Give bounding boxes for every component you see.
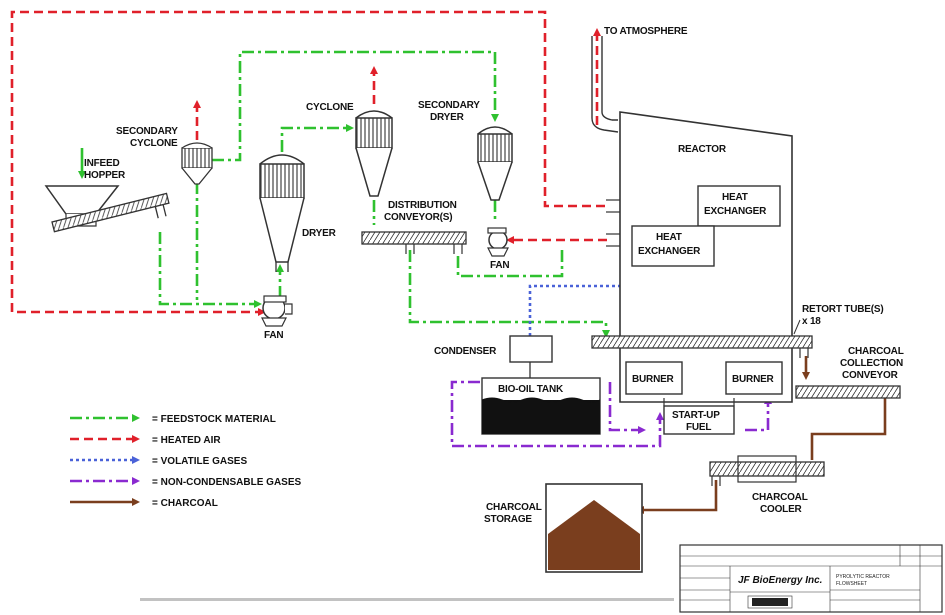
label-infeed: INFEED [84, 158, 119, 169]
heated-air-lines [10, 10, 720, 372]
charcoal-collection-conveyor [795, 385, 901, 399]
label-heat-exchanger-lower-1: HEAT [656, 232, 682, 243]
heat-exchanger-lower [631, 225, 715, 267]
label-hopper: HOPPER [84, 170, 126, 181]
legend-arrow-icon [132, 477, 140, 485]
label-heat-exchanger-upper-1: HEAT [722, 192, 748, 203]
label-bio-oil-tank: BIO-OIL TANK [498, 384, 564, 395]
legend-arrow-icon [132, 414, 140, 422]
heat-exchanger-upper [697, 185, 781, 227]
condenser [509, 335, 553, 378]
legend-item: = NON-CONDENSABLE GASES [70, 477, 302, 488]
label-burner-left: BURNER [632, 374, 675, 385]
secondary-fan [487, 227, 509, 257]
label-startup-1: START-UP [672, 410, 720, 421]
label-to-atmosphere: TO ATMOSPHERE [604, 26, 688, 37]
secondary-dryer [477, 126, 513, 201]
title-block-logo [747, 595, 793, 609]
label-reactor: REACTOR [678, 144, 727, 155]
noncondensable-lines [450, 380, 772, 448]
legend: = FEEDSTOCK MATERIAL = HEATED AIR = VOLATI… [70, 414, 302, 509]
label-charcoal-storage-2: STORAGE [484, 514, 532, 525]
label-retort-2: x 18 [802, 316, 821, 327]
cyclone [355, 110, 393, 197]
title-block-title-1: PYROLYTIC REACTOR [836, 574, 890, 580]
label-secondary-dryer-2: DRYER [430, 112, 465, 123]
legend-label: = HEATED AIR [152, 435, 221, 446]
label-secondary-dryer-1: SECONDARY [418, 100, 480, 111]
bio-oil-tank [481, 377, 601, 435]
label-heat-exchanger-upper-2: EXCHANGER [704, 206, 767, 217]
legend-item: = VOLATILE GASES [70, 456, 247, 467]
legend-label: = NON-CONDENSABLE GASES [152, 477, 302, 488]
footer-disclaimer [140, 598, 674, 601]
legend-item: = HEATED AIR [70, 435, 221, 446]
title-block-title-2: FLOWSHEET [836, 581, 867, 587]
stack [591, 36, 619, 133]
startup-fuel [663, 398, 735, 435]
label-charcoal-collection-2: COLLECTION [840, 358, 903, 369]
legend-item: = FEEDSTOCK MATERIAL [70, 414, 276, 425]
label-retort-1: RETORT TUBE(S) [802, 304, 883, 315]
label-cyclone: CYCLONE [306, 102, 354, 113]
title-block: JF BioEnergy Inc. PYROLYTIC REACTOR FLOW… [679, 544, 943, 613]
charcoal-cooler [709, 455, 825, 486]
label-charcoal-collection-1: CHARCOAL [848, 346, 904, 357]
label-distribution-2: CONVEYOR(S) [384, 212, 452, 223]
secondary-cyclone [181, 142, 213, 185]
legend-arrow-icon [132, 435, 140, 443]
label-charcoal-collection-3: CONVEYOR [842, 370, 899, 381]
label-heat-exchanger-lower-2: EXCHANGER [638, 246, 701, 257]
retort-conveyor [591, 319, 813, 358]
infeed-conveyor [51, 192, 170, 233]
label-charcoal-cooler-2: COOLER [760, 504, 803, 515]
dryer [259, 154, 305, 272]
legend-label: = CHARCOAL [152, 498, 218, 509]
burner-right [725, 361, 783, 395]
label-charcoal-storage-1: CHARCOAL [486, 502, 542, 513]
main-fan [261, 295, 293, 327]
feedstock-lines [78, 50, 610, 338]
label-condenser: CONDENSER [434, 346, 497, 357]
legend-label: = FEEDSTOCK MATERIAL [152, 414, 276, 425]
label-distribution-1: DISTRIBUTION [388, 200, 457, 211]
title-block-company: JF BioEnergy Inc. [738, 575, 822, 586]
label-startup-2: FUEL [686, 422, 711, 433]
label-fan-main: FAN [264, 330, 283, 341]
label-burner-right: BURNER [732, 374, 775, 385]
label-secondary-cyclone-2: CYCLONE [130, 138, 178, 149]
label-dryer: DRYER [302, 228, 337, 239]
legend-arrow-icon [132, 498, 140, 506]
label-secondary-cyclone-1: SECONDARY [116, 126, 178, 137]
label-fan-secondary: FAN [490, 260, 509, 271]
burner-left [625, 361, 683, 395]
legend-label: = VOLATILE GASES [152, 456, 247, 467]
legend-arrow-icon [132, 456, 140, 464]
legend-item: = CHARCOAL [70, 498, 218, 509]
distribution-conveyor [361, 231, 467, 254]
charcoal-storage [545, 483, 643, 573]
label-charcoal-cooler-1: CHARCOAL [752, 492, 808, 503]
charcoal-lines [636, 356, 887, 514]
